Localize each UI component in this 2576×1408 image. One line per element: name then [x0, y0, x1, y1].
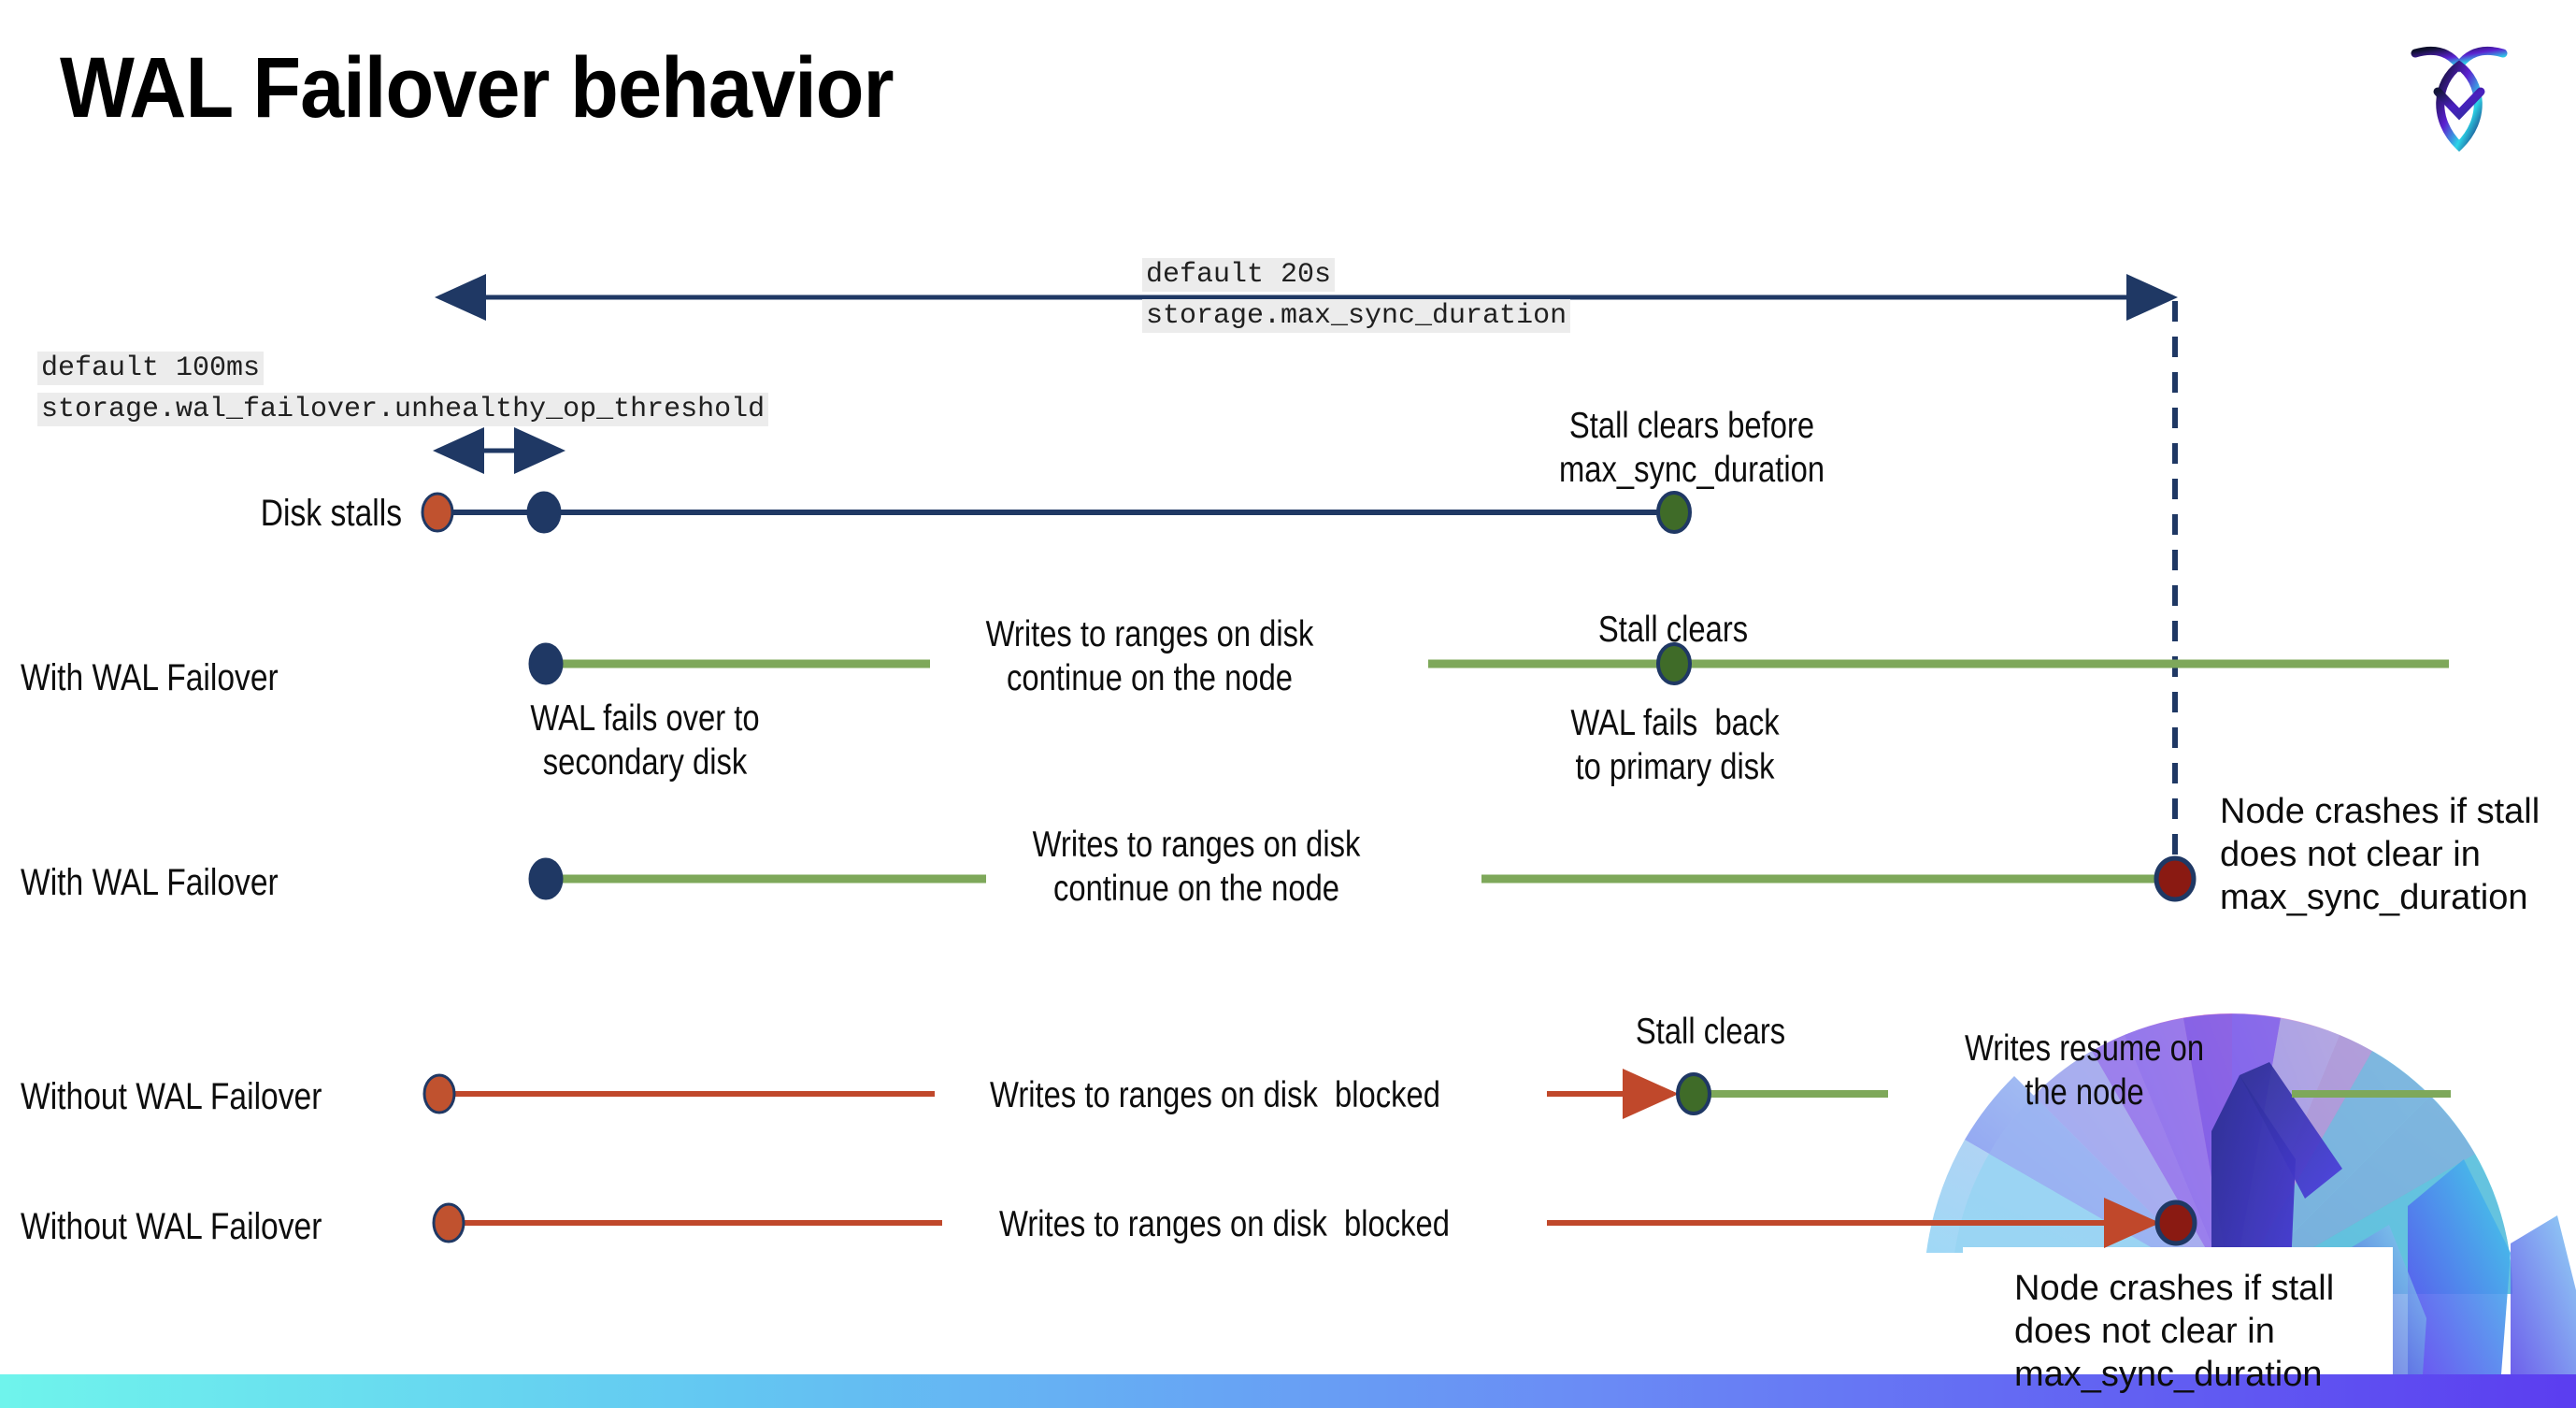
- note-writes-blocked-2: Writes to ranges on disk blocked: [999, 1204, 1450, 1244]
- row-label-with-wal-failover-1: With WAL Failover: [21, 657, 279, 698]
- unhealthy-op-setting-chip: storage.wal_failover.unhealthy_op_thresh…: [37, 393, 769, 426]
- max-sync-setting-chip: storage.max_sync_duration: [1142, 299, 1571, 333]
- disk-stall-start-marker-3: [432, 1202, 465, 1243]
- bottom-gradient-bar: [0, 1374, 2576, 1408]
- row-with-wal-failover-1-track: [528, 642, 2449, 685]
- row-label-without-wal-failover-1: Without WAL Failover: [21, 1076, 322, 1117]
- note-node-crashes-1: Node crashes if stall does not clear in …: [2220, 792, 2540, 917]
- row-label-with-wal-failover-2: With WAL Failover: [21, 862, 279, 903]
- stall-clears-marker-2: [1656, 642, 1692, 685]
- row-without-wal-failover-1-track: [422, 1069, 2451, 1119]
- note-writes-blocked-1: Writes to ranges on disk blocked: [990, 1075, 1440, 1115]
- node-crash-marker-1: [2154, 855, 2197, 902]
- note-writes-continue-1: Writes to ranges on disk continue on the…: [985, 614, 1314, 698]
- row-with-wal-failover-2-track: [528, 855, 2197, 902]
- disk-stall-start-marker-2: [422, 1073, 456, 1114]
- note-writes-resume: Writes resume on the node: [1964, 1028, 2205, 1113]
- wal-failover-start-marker-2: [528, 857, 564, 900]
- note-writes-continue-2: Writes to ranges on disk continue on the…: [1032, 825, 1361, 909]
- max-sync-default-chip: default 20s: [1142, 258, 1336, 292]
- row-label-without-wal-failover-2: Without WAL Failover: [21, 1206, 322, 1247]
- page-title: WAL Failover behavior: [60, 40, 894, 136]
- cockroachdb-logo-icon: [2411, 46, 2508, 152]
- wal-failover-start-marker: [528, 642, 564, 685]
- note-wal-fails-back: WAL fails back to primary disk: [1570, 703, 1780, 787]
- stall-clears-marker-3: [1676, 1072, 1711, 1115]
- note-stall-clears-2: Stall clears: [1635, 1012, 1786, 1052]
- row-disk-stalls-track: [421, 491, 1692, 534]
- disk-stall-start-marker: [421, 492, 454, 533]
- row-without-wal-failover-2-track: [432, 1198, 2197, 1248]
- unhealthy-op-default-chip: default 100ms: [37, 352, 265, 385]
- stall-clears-marker: [1656, 491, 1692, 534]
- note-stall-clears-1: Stall clears: [1597, 610, 1749, 650]
- note-stall-clears-before: Stall clears before max_sync_duration: [1558, 406, 1825, 490]
- wal-failover-trigger-marker: [526, 491, 562, 534]
- note-node-crashes-2: Node crashes if stall does not clear in …: [2014, 1269, 2335, 1394]
- note-wal-fails-over: WAL fails over to secondary disk: [530, 698, 760, 783]
- row-label-disk-stalls: Disk stalls: [260, 493, 402, 534]
- node-crash-marker-2: [2154, 1200, 2197, 1246]
